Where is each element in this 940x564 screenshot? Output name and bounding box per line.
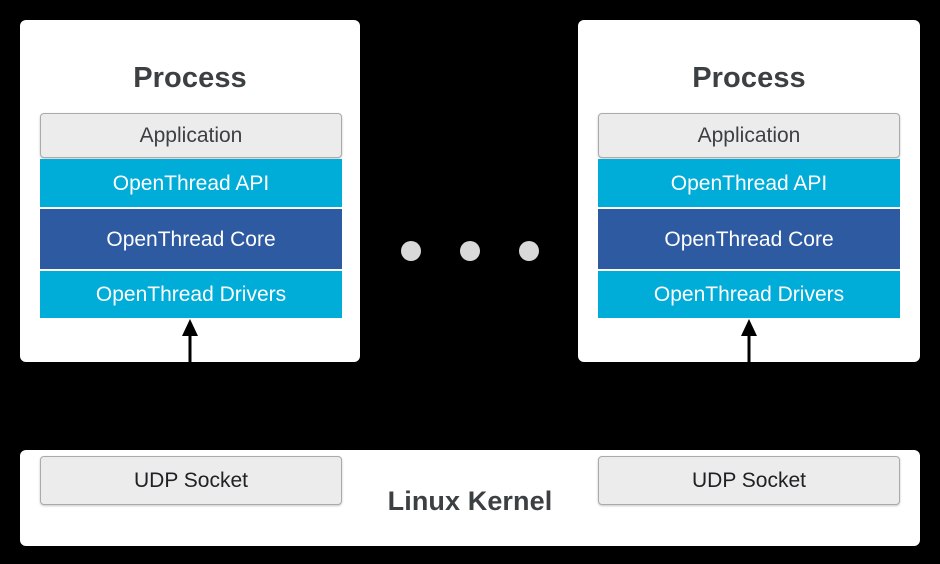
layer-openthread-core-right: OpenThread Core: [598, 209, 900, 269]
udp-socket-box-right: UDP Socket: [598, 456, 900, 505]
layer-application-right: Application: [598, 113, 900, 158]
layer-application-left: Application: [40, 113, 342, 158]
layer-openthread-core-left: OpenThread Core: [40, 209, 342, 269]
layer-openthread-drivers-right: OpenThread Drivers: [598, 271, 900, 318]
process-title-left: Process: [133, 62, 247, 94]
ellipsis-dot-icon: [460, 241, 480, 261]
process-card-right: Process Application OpenThread API OpenT…: [578, 20, 920, 362]
process-title-right: Process: [692, 62, 806, 94]
ellipsis-dot-icon: [401, 241, 421, 261]
layer-openthread-drivers-left: OpenThread Drivers: [40, 271, 342, 318]
layer-openthread-api-left: OpenThread API: [40, 159, 342, 207]
layer-openthread-api-right: OpenThread API: [598, 159, 900, 207]
process-card-left: Process Application OpenThread API OpenT…: [20, 20, 360, 362]
linux-kernel-title: Linux Kernel: [387, 486, 553, 516]
linux-kernel-card: Linux Kernel UDP Socket UDP Socket: [20, 450, 920, 546]
ellipsis-dot-icon: [519, 241, 539, 261]
udp-socket-box-left: UDP Socket: [40, 456, 342, 505]
up-arrow-icon-right: [741, 319, 757, 362]
up-arrow-icon-left: [182, 319, 198, 362]
